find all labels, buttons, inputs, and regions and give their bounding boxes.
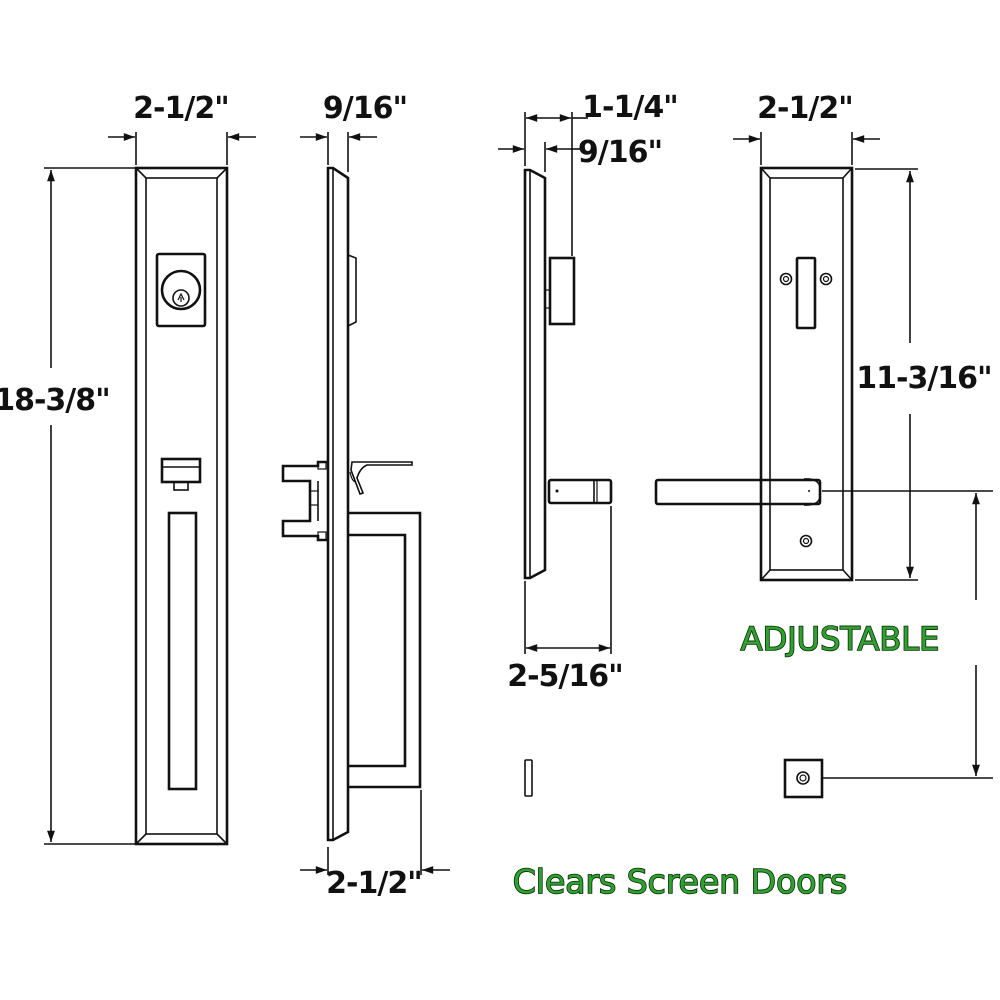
screw-icon: [799, 534, 813, 548]
clears-screen-doors-annotation: Clears Screen Doors: [513, 862, 847, 901]
side-interior-projection-top-label: 1-1/4": [582, 90, 678, 125]
strike-profile: [524, 759, 533, 797]
exterior-plate-profile: [326, 166, 350, 842]
interior-escutcheon-bevel: [769, 177, 844, 571]
adjustable-dimension: [822, 490, 993, 779]
front-interior-view: 2-1/2" 11-3/16": [654, 91, 993, 799]
deadbolt-profile: [347, 254, 357, 327]
deadbolt-cylinder-icon: [155, 252, 207, 328]
side-interior-projection-dimension: 1-1/4": [524, 90, 679, 256]
side-exterior-view: 9/16" 2-1/2": [281, 91, 450, 901]
front-interior-height-dimension: 11-3/16": [855, 168, 993, 581]
interior-lever-icon: [654, 478, 822, 506]
thumb-lever-profile-icon: [349, 461, 413, 496]
strike-plate-icon: [783, 758, 824, 799]
front-interior-width-dimension: 2-1/2": [733, 91, 880, 165]
thumbturn-profile: [548, 256, 576, 326]
side-interior-lever-projection-dimension: 2-5/16": [507, 506, 624, 694]
side-interior-view: 1-1/4" 9/16" 2-5/16": [498, 90, 679, 797]
lever-profile-icon: [547, 478, 613, 505]
side-interior-thickness-dimension: 9/16": [498, 135, 663, 172]
side-exterior-thickness-dimension: 9/16": [300, 91, 408, 172]
side-exterior-projection-dimension: 2-1/2": [300, 790, 450, 901]
exterior-escutcheon-bevel: [145, 177, 218, 835]
side-exterior-thickness-label: 9/16": [323, 91, 407, 126]
front-exterior-width-label: 2-1/2": [133, 91, 229, 126]
interior-plate-profile: [523, 168, 547, 580]
side-interior-thickness-label: 9/16": [578, 135, 662, 170]
side-exterior-projection-label: 2-1/2": [326, 866, 422, 901]
thumbturn-icon: [779, 256, 833, 330]
front-exterior-height-label: 18-3/8": [0, 383, 110, 418]
thumb-lever-icon: [160, 457, 202, 491]
side-interior-lever-projection-label: 2-5/16": [507, 659, 623, 694]
exterior-grip-handle: [167, 511, 198, 791]
exterior-grip-profile: [348, 511, 422, 789]
front-exterior-width-dimension: 2-1/2": [108, 91, 256, 165]
front-exterior-view: 2-1/2" 18-3/8": [0, 91, 256, 846]
front-interior-width-label: 2-1/2": [757, 91, 853, 126]
exterior-escutcheon-outline: [134, 166, 229, 846]
adjustable-annotation: ADJUSTABLE: [741, 620, 940, 658]
front-exterior-height-dimension: 18-3/8": [0, 167, 135, 845]
front-interior-height-label: 11-3/16": [856, 361, 991, 396]
latch-mechanism-icon: [281, 460, 327, 542]
interior-escutcheon-outline: [759, 166, 854, 582]
